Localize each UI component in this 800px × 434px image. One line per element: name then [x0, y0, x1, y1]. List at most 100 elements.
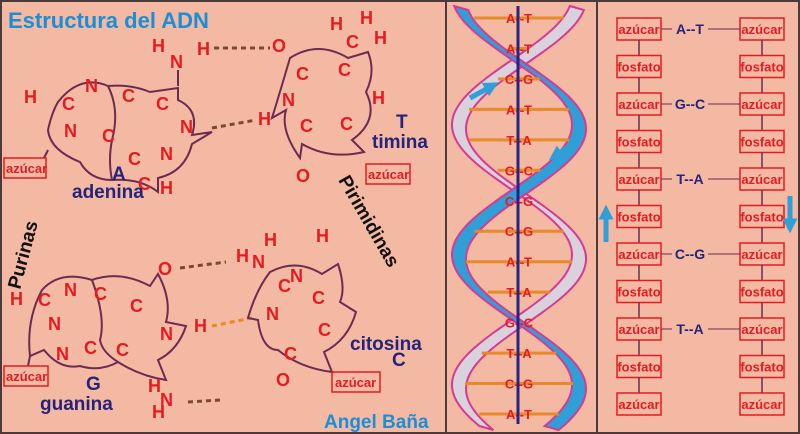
ladder-base-pair-label: A--T	[676, 21, 704, 37]
thymine-atom: C	[340, 114, 353, 134]
thymine-atom: N	[282, 90, 295, 110]
guanine-atom: N	[56, 344, 69, 364]
dna-ladder: azúcar azúcar A--T fosfato fosfato azúcar azúc…	[616, 17, 785, 416]
adenine-atom: N	[64, 121, 77, 141]
hbond-gc-3	[187, 398, 221, 404]
cytosine-atom: O	[276, 370, 290, 390]
adenine-atom: C	[138, 174, 151, 194]
cytosine-molecule: H C C C N C N O H N H azúcar citosina C	[236, 226, 422, 393]
ladder-base-pair-label: C--G	[675, 246, 705, 262]
ladder-sugar-label: azúcar	[741, 172, 782, 187]
group-label-pyrimidines: Pirimidinas	[334, 172, 403, 271]
ladder-base-pair-label: T--A	[676, 321, 703, 337]
adenine-sugar-label: azúcar	[6, 161, 47, 176]
guanine-atom: N	[160, 390, 173, 410]
guanine-atom: H	[148, 376, 161, 396]
adenine-ring	[46, 81, 213, 195]
double-helix: A--TA--TC--GA--TT--AG--CC--GC--GA--TT--A…	[450, 4, 588, 432]
hbond-gc-1	[179, 260, 227, 270]
thymine-atom: H	[372, 88, 385, 108]
guanine-letter: G	[86, 374, 101, 395]
cytosine-atom: H	[236, 246, 249, 266]
ladder-sugar-label: azúcar	[618, 22, 659, 37]
adenine-molecule: H C N C N C C N H C N C N H H azúcar A a…	[3, 36, 213, 203]
guanine-molecule: H C N C N C C C N H N N H H O azúcar G g…	[3, 259, 207, 422]
cytosine-atom: C	[278, 276, 291, 296]
ladder-sugar-label: azúcar	[618, 322, 659, 337]
ladder-sugar-label: azúcar	[741, 397, 782, 412]
ladder-base-pair-label: G--C	[675, 96, 705, 112]
ladder-phosphate-label: fosfato	[617, 285, 660, 300]
adenine-atom: N	[170, 52, 183, 72]
group-label-purines: Purinas	[5, 219, 43, 292]
ladder-phosphate-label: fosfato	[617, 135, 660, 150]
ladder-sugar-label: azúcar	[618, 397, 659, 412]
adenine-name: adenina	[72, 182, 144, 203]
helix-strand-back	[451, 4, 588, 431]
guanine-atom: C	[130, 296, 143, 316]
ladder-sugar-label: azúcar	[741, 22, 782, 37]
guanine-atom: O	[158, 259, 172, 279]
adenine-atom: H	[160, 178, 173, 198]
ladder-sugar-label: azúcar	[618, 97, 659, 112]
thymine-name: timina	[372, 132, 428, 153]
adenine-atom: N	[180, 117, 193, 137]
ladder-phosphate-label: fosfato	[740, 285, 783, 300]
cytosine-atom: H	[264, 230, 277, 250]
cytosine-atom: C	[318, 320, 331, 340]
thymine-sugar-box	[365, 163, 411, 185]
adenine-atom: H	[197, 39, 210, 59]
adenine-atom: C	[102, 126, 115, 146]
guanine-ring	[28, 272, 188, 382]
thymine-atom: H	[360, 8, 373, 28]
thymine-atom: O	[296, 166, 310, 186]
thymine-molecule: O C C C C N H O H H H C H azúcar T timin…	[258, 8, 428, 186]
ladder-sugar-label: azúcar	[741, 322, 782, 337]
thymine-ring	[270, 48, 373, 161]
cytosine-name: citosina	[350, 334, 422, 355]
ladder-phosphate-label: fosfato	[740, 135, 783, 150]
guanine-atom: H	[10, 289, 23, 309]
thymine-atom: H	[330, 14, 343, 34]
guanine-atom: N	[48, 314, 61, 334]
cytosine-atom: C	[312, 288, 325, 308]
thymine-letter: T	[396, 112, 408, 133]
ladder-sugar-box	[616, 392, 662, 416]
ladder-phosphate-label: fosfato	[617, 360, 660, 375]
ladder-sugar-box	[739, 392, 785, 416]
thymine-atom: O	[272, 36, 286, 56]
ladder-phosphate-label: fosfato	[617, 210, 660, 225]
guanine-sugar-bond	[27, 355, 31, 367]
adenine-sugar-box	[3, 157, 47, 179]
adenine-atom: N	[160, 144, 173, 164]
thymine-atom: C	[346, 32, 359, 52]
author-credit: Angel Baña	[324, 412, 429, 433]
adenine-sugar-bond	[43, 149, 49, 159]
thymine-atom: C	[296, 64, 309, 84]
guanine-atom: C	[94, 284, 107, 304]
thymine-atom: C	[338, 60, 351, 80]
ladder-sugar-label: azúcar	[618, 247, 659, 262]
guanine-atom: N	[160, 324, 173, 344]
adenine-atom: H	[24, 87, 37, 107]
thymine-sugar-label: azúcar	[368, 167, 409, 182]
adenine-atom: N	[85, 76, 98, 96]
strand-direction-arrow-down	[548, 139, 577, 161]
page-title: Estructura del ADN	[8, 8, 209, 33]
cytosine-atom: N	[252, 252, 265, 272]
strand-direction-arrow-up	[468, 82, 499, 101]
ladder-sugar-label: azúcar	[741, 247, 782, 262]
cytosine-atom: N	[290, 266, 303, 286]
guanine-name: guanina	[40, 394, 113, 415]
adenine-atom: C	[122, 86, 135, 106]
guanine-atom: H	[194, 316, 207, 336]
adenine-atom: C	[128, 149, 141, 169]
guanine-sugar-label: azúcar	[6, 369, 47, 384]
cytosine-atom: H	[316, 226, 329, 246]
ladder-phosphate-label: fosfato	[740, 60, 783, 75]
guanine-atom: H	[152, 402, 165, 422]
cytosine-atom: N	[266, 304, 279, 324]
cytosine-letter: C	[392, 350, 406, 371]
